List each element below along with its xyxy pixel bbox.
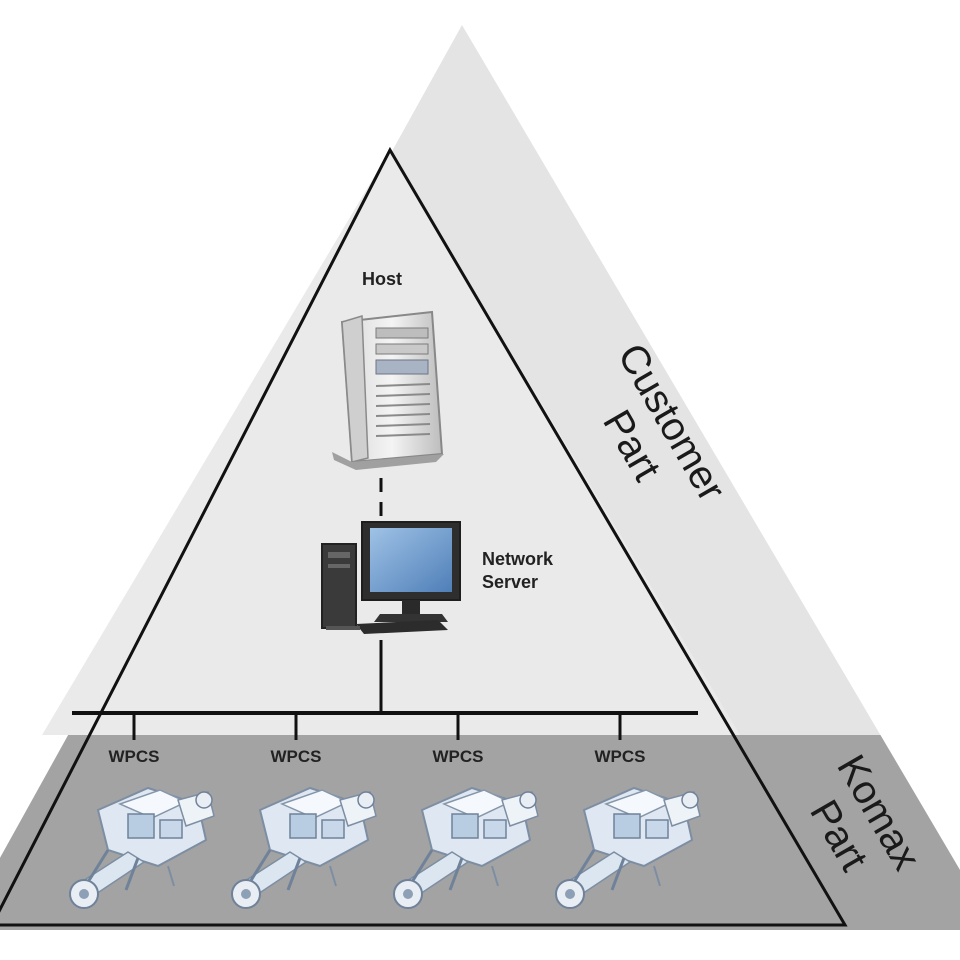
network-server-label-line2: Server [482, 572, 538, 592]
wpcs-label-4: WPCS [595, 747, 646, 766]
wpcs-label-1: WPCS [109, 747, 160, 766]
inner-triangle-outline [0, 146, 848, 927]
server-tower-icon [332, 310, 444, 470]
desktop-computer-icon [321, 521, 461, 634]
wpcs-label-3: WPCS [433, 747, 484, 766]
network-server-label-line1: Network [482, 549, 554, 569]
host-label: Host [362, 269, 402, 289]
wpcs-label-2: WPCS [271, 747, 322, 766]
